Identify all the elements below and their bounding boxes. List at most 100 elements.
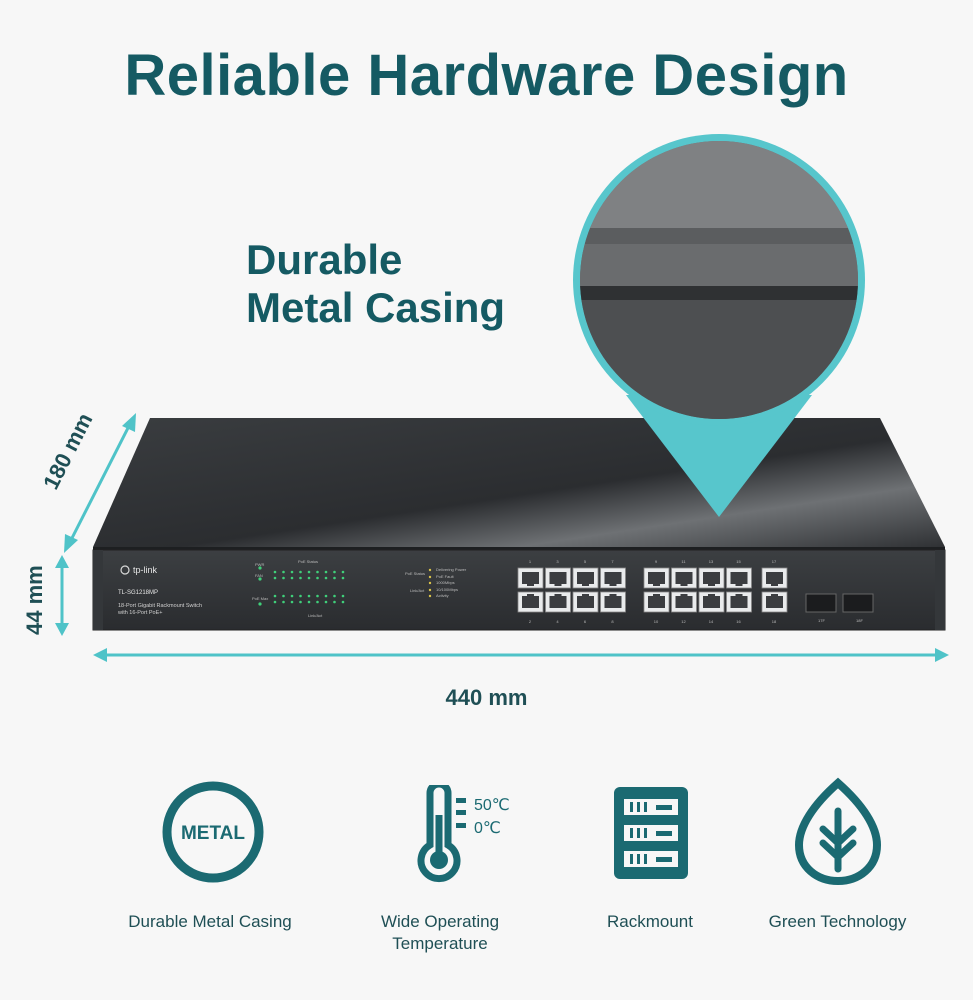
- rj45-port: [600, 567, 626, 589]
- rj45-port: [572, 591, 599, 613]
- port-led: [324, 570, 328, 574]
- port-number-top: 3: [556, 559, 559, 564]
- legend-poe-status: PoE Status: [405, 571, 425, 576]
- width-label: 440 mm: [445, 685, 528, 710]
- sfp-slots: 17F 18F: [805, 593, 874, 623]
- port-number-bottom: 6: [584, 619, 587, 624]
- rj45-port: [671, 591, 697, 613]
- port-led: [341, 594, 345, 598]
- rack-server-icon: [610, 783, 692, 883]
- port-led: [307, 600, 311, 604]
- feature-label-temperature-line-2: Temperature: [392, 934, 488, 953]
- rj45-port: [545, 591, 571, 613]
- front-panel-labels: tp-link TL-SG1218MP 18-Port Gigabit Rack…: [117, 559, 467, 618]
- port-number-bottom: 10: [654, 619, 659, 624]
- port-led: [273, 570, 277, 574]
- rj45-port: [517, 567, 544, 589]
- callout-line-1: Durable: [246, 236, 403, 283]
- port-led: [282, 570, 285, 574]
- legend-10-100: 10/100Mbps: [436, 587, 458, 592]
- rj45-port: [545, 567, 571, 589]
- port-led: [282, 576, 285, 580]
- port-led: [333, 576, 336, 580]
- port-number-bottom: 2: [529, 619, 532, 624]
- port-led: [307, 576, 311, 580]
- port-led: [307, 594, 311, 598]
- port-led: [273, 576, 277, 580]
- port-led: [282, 594, 285, 598]
- description-line-2: with 16-Port PoE+: [117, 610, 162, 616]
- port-number-top: 11: [681, 559, 686, 564]
- port-led: [316, 594, 319, 598]
- port-led: [333, 570, 336, 574]
- legend-led: [428, 581, 432, 585]
- rj45-port: [726, 591, 752, 613]
- height-label: 44 mm: [22, 565, 47, 635]
- rj45-port: [643, 591, 670, 613]
- rj45-port: [698, 567, 725, 589]
- page-title: Reliable Hardware Design: [124, 43, 849, 108]
- port-led: [333, 600, 336, 604]
- port-led: [324, 600, 328, 604]
- port-led: [341, 576, 345, 580]
- legend-led: [428, 568, 432, 572]
- port-led: [341, 570, 345, 574]
- port-number-bottom: 16: [736, 619, 741, 624]
- port-led: [290, 594, 294, 598]
- port-led: [316, 570, 319, 574]
- port-led: [324, 594, 328, 598]
- rj45-port: [517, 591, 544, 613]
- feature-label-green: Green Technology: [768, 912, 907, 931]
- sfp-slot-17: [805, 593, 837, 613]
- port-led: [282, 600, 285, 604]
- legend-poe-fault: PoE Fault: [436, 574, 454, 579]
- port-led: [299, 570, 302, 574]
- port-led: [307, 570, 311, 574]
- temp-low-label: 0℃: [474, 820, 501, 837]
- legend-delivering: Delivering Power: [436, 567, 467, 572]
- metal-badge-icon: METAL: [158, 780, 268, 890]
- thermometer-icon: 50℃ 0℃: [410, 780, 530, 885]
- legend-led: [428, 588, 432, 592]
- port-number-bottom: 4: [556, 619, 559, 624]
- port-led: [273, 594, 277, 598]
- rj45-port: [671, 567, 697, 589]
- port-number-top: 7: [611, 559, 614, 564]
- legend-led: [428, 575, 432, 579]
- status-led: [258, 602, 262, 606]
- port-led: [316, 576, 319, 580]
- legend-activity: Activity: [436, 593, 449, 598]
- rj45-port: [643, 567, 670, 589]
- port-number-top: 9: [655, 559, 658, 564]
- sfp-label-17: 17F: [818, 618, 825, 623]
- port-led: [273, 600, 277, 604]
- callout-text: Durable Metal Casing: [246, 236, 505, 332]
- port-array: [517, 567, 788, 613]
- port-led: [290, 576, 294, 580]
- port-number-top: 5: [584, 559, 587, 564]
- sfp-label-18: 18F: [856, 618, 863, 623]
- switch-illustration: tp-link TL-SG1218MP 18-Port Gigabit Rack…: [55, 134, 949, 662]
- port-led: [299, 576, 302, 580]
- port-number-bottom: 12: [681, 619, 686, 624]
- port-led: [324, 576, 328, 580]
- port-led: [299, 600, 302, 604]
- port-number-bottom: 8: [611, 619, 614, 624]
- port-led: [316, 600, 319, 604]
- feature-label-temperature: Wide Operating Temperature: [340, 911, 540, 955]
- led-poe-max-label: PoE Max: [252, 596, 268, 601]
- port-number-bottom: 14: [709, 619, 714, 624]
- magnifier-callout: [573, 134, 865, 517]
- model-label: TL-SG1218MP: [118, 590, 158, 596]
- temp-high-label: 50℃: [474, 797, 510, 814]
- leaf-icon: [793, 777, 883, 889]
- led-pwr-label: PWR: [255, 562, 264, 567]
- metal-badge-text: METAL: [181, 823, 245, 844]
- port-number-top: 17: [772, 559, 777, 564]
- legend-led: [428, 594, 432, 598]
- feature-label-rackmount: Rackmount: [607, 912, 693, 931]
- port-led: [333, 594, 336, 598]
- port-led: [290, 600, 294, 604]
- status-led: [258, 566, 262, 570]
